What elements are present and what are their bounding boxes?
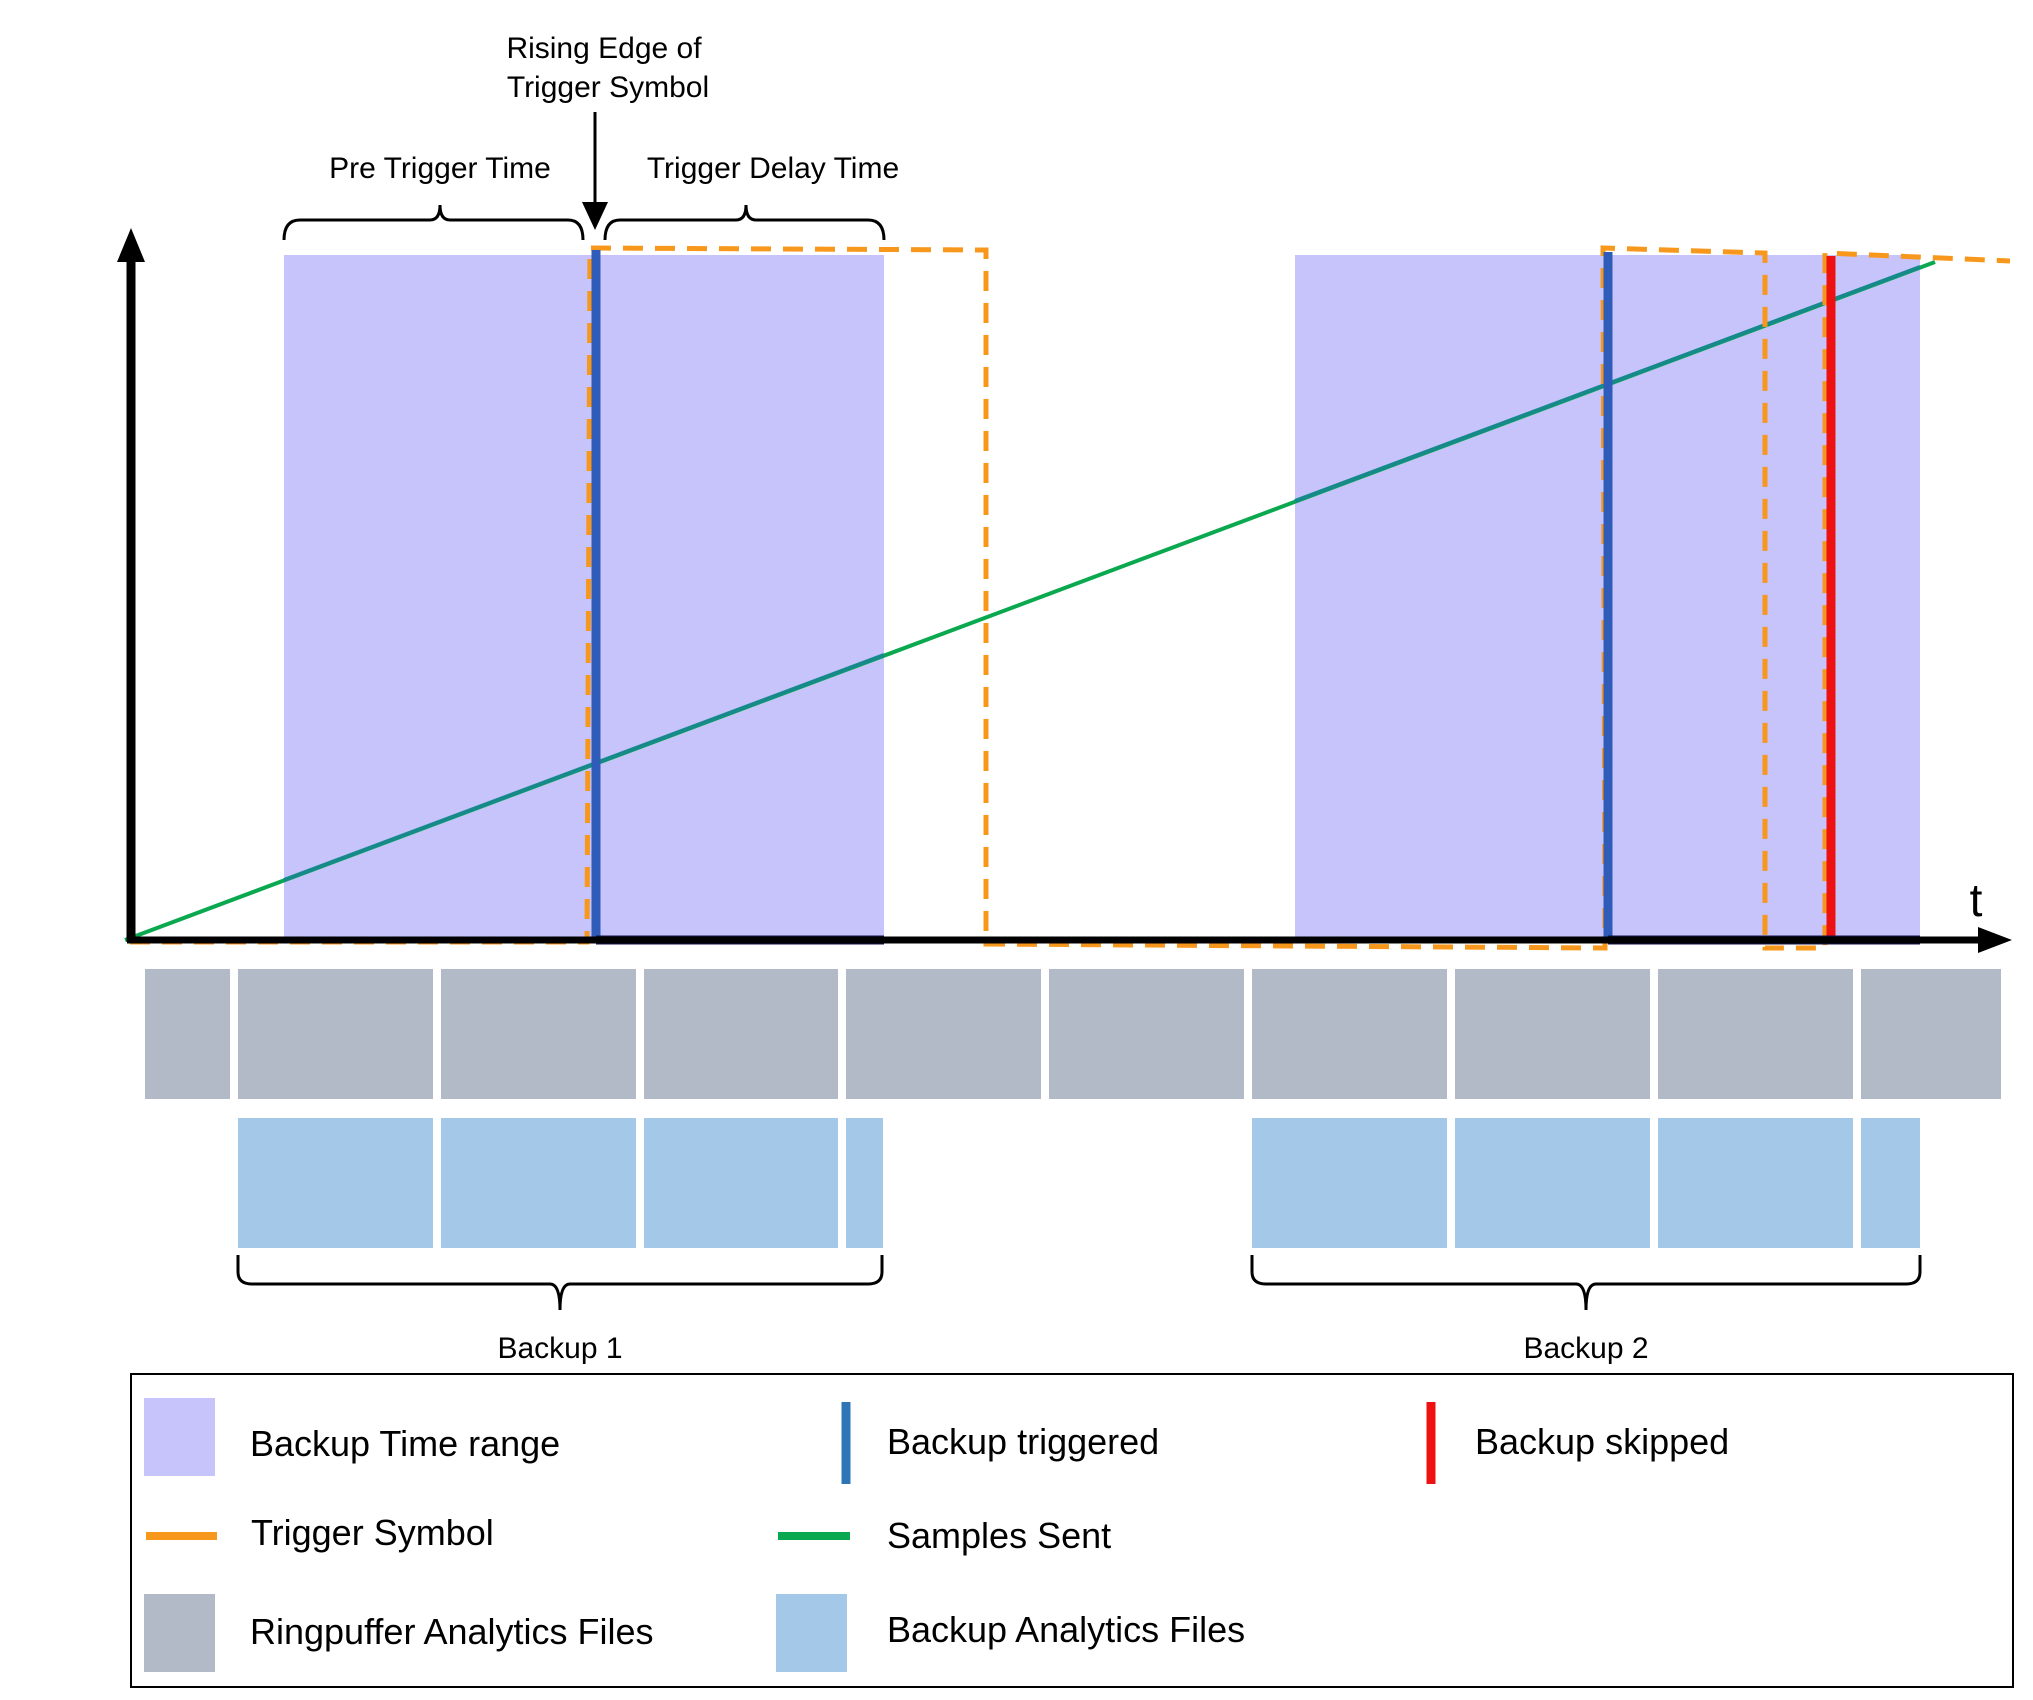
legend-label-samples-sent: Samples Sent [887, 1515, 1111, 1556]
samples-sent-line-in-range-1 [283, 653, 885, 882]
ringpuffer-file [1252, 969, 1447, 1099]
trigger-symbol-line-1 [130, 245, 2011, 951]
legend-label-backup-skipped: Backup skipped [1475, 1421, 1729, 1462]
legend-label-backup-triggered: Backup triggered [887, 1421, 1159, 1462]
pre-trigger-time-brace [282, 204, 585, 241]
legend-swatch-backup-files [776, 1594, 847, 1672]
backup-file [846, 1118, 883, 1248]
ringpuffer-file [644, 969, 838, 1099]
ringpuffer-file [1658, 969, 1853, 1099]
rising-edge-label-line2: Trigger Symbol [507, 71, 709, 104]
legend-label-trigger-symbol: Trigger Symbol [251, 1512, 494, 1553]
ringpuffer-file [238, 969, 433, 1099]
legend-swatch-ringpuffer-files [144, 1594, 215, 1672]
arrow-up-icon [117, 228, 145, 262]
legend-swatch-backup-time-range [144, 1398, 215, 1476]
backup-file [238, 1118, 433, 1248]
legend: Backup Time range Backup triggered Backu… [130, 1373, 2014, 1688]
backup-files-row [238, 1118, 1920, 1248]
ringpuffer-file [846, 969, 1041, 1099]
rising-edge-label-line1: Rising Edge of [506, 32, 702, 65]
backup-file [1455, 1118, 1650, 1248]
legend-frame [130, 1373, 2014, 1688]
backup-file [1658, 1118, 1853, 1248]
backup-file [1861, 1118, 1920, 1248]
ringpuffer-file [1455, 969, 1650, 1099]
backup-file [644, 1118, 838, 1248]
arrow-right-icon [1978, 927, 2012, 953]
legend-label-backup-time-range: Backup Time range [250, 1423, 560, 1464]
backup-time-range-1 [284, 255, 884, 940]
legend-label-ringpuffer-files: Ringpuffer Analytics Files [250, 1611, 654, 1652]
backup1-brace [236, 1255, 884, 1311]
ringpuffer-file [1861, 969, 2001, 1099]
ringpuffer-file [1049, 969, 1244, 1099]
trigger-delay-time-label: Trigger Delay Time [647, 152, 899, 185]
ringpuffer-files-row [145, 969, 2001, 1099]
backup1-label: Backup 1 [497, 1332, 622, 1365]
backup-file [441, 1118, 636, 1248]
trigger-delay-time-brace [603, 204, 886, 241]
backup2-label: Backup 2 [1523, 1332, 1648, 1365]
legend-label-backup-files: Backup Analytics Files [887, 1609, 1245, 1650]
arrow-down-icon [582, 202, 608, 230]
pre-trigger-time-label: Pre Trigger Time [329, 152, 551, 185]
ringpuffer-file [145, 969, 230, 1099]
backup-file [1252, 1118, 1447, 1248]
ringpuffer-file [441, 969, 636, 1099]
axis-t-label: t [1970, 874, 1983, 926]
backup2-brace [1250, 1255, 1922, 1311]
